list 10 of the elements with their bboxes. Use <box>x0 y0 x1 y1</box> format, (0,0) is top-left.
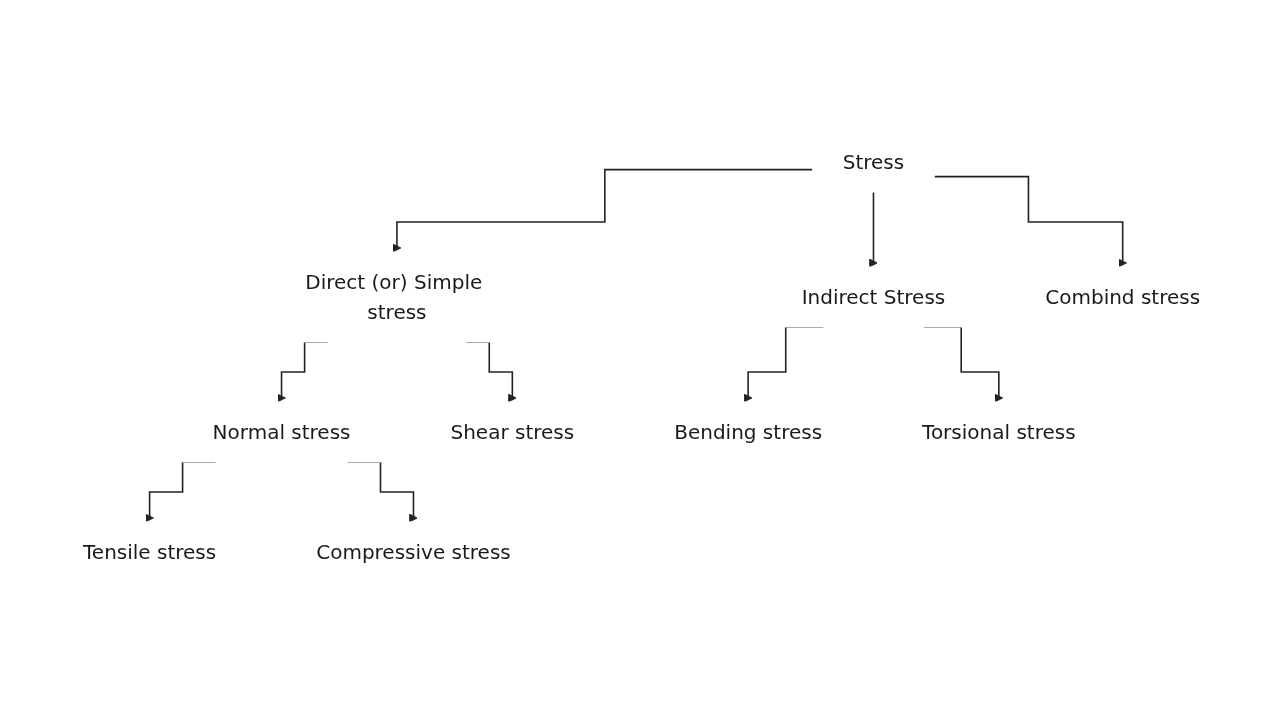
node-text: Direct (or) Simple stress <box>305 269 483 324</box>
arrow <box>933 175 1128 267</box>
arrow <box>393 168 814 252</box>
node-text: Torsional stress <box>922 419 1077 444</box>
node-text: Tensile stress <box>83 539 217 564</box>
node-text: Stress <box>843 149 905 174</box>
node-text: Bending stress <box>674 419 823 444</box>
node-text: Combind stress <box>1045 284 1201 309</box>
node-text: Compressive stress <box>316 539 512 564</box>
node-text: Shear stress <box>450 419 575 444</box>
